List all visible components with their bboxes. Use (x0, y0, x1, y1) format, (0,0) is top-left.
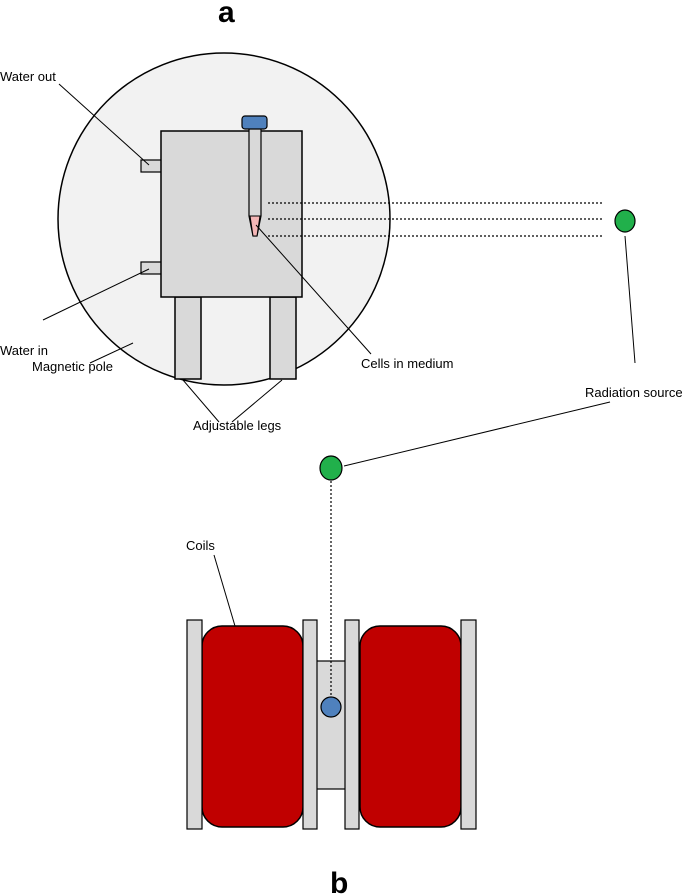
sample-holder (315, 660, 347, 790)
radiation-source-b (319, 455, 343, 481)
water-out-port (140, 159, 163, 173)
pole-plate-outer-left (186, 619, 203, 830)
radiation-source-leader-b (343, 401, 611, 467)
coil-left (201, 625, 304, 828)
adjustable-leg-right (269, 296, 297, 380)
sample-tube (241, 115, 268, 237)
sample-b (320, 696, 342, 718)
radiation-source-label: Radiation source (585, 385, 683, 400)
coils-label: Coils (186, 538, 215, 553)
panel-a-letter: a (218, 0, 235, 29)
pole-plate-inner-left (302, 619, 318, 830)
magnetic-pole-label: Magnetic pole (32, 359, 113, 374)
coils-leader (213, 554, 236, 627)
water-out-label: Water out (0, 69, 56, 84)
tube-cap (241, 115, 268, 130)
panel-b-letter: b (330, 867, 348, 896)
water-in-port (140, 261, 163, 275)
leader-lines-a (42, 83, 636, 423)
adjustable-leg-left (174, 296, 202, 380)
adjustable-legs-label: Adjustable legs (193, 418, 282, 433)
water-jacket-chamber (160, 130, 303, 298)
radiation-source-a (614, 209, 636, 233)
radiation-beam-a (268, 202, 604, 237)
water-in-label: Water in (0, 343, 48, 358)
pole-plate-outer-right (460, 619, 477, 830)
cells-in-medium-label: Cells in medium (361, 356, 453, 371)
cells-in-medium-sample (249, 215, 261, 237)
coil-right (359, 625, 462, 828)
pole-plate-inner-right (344, 619, 360, 830)
